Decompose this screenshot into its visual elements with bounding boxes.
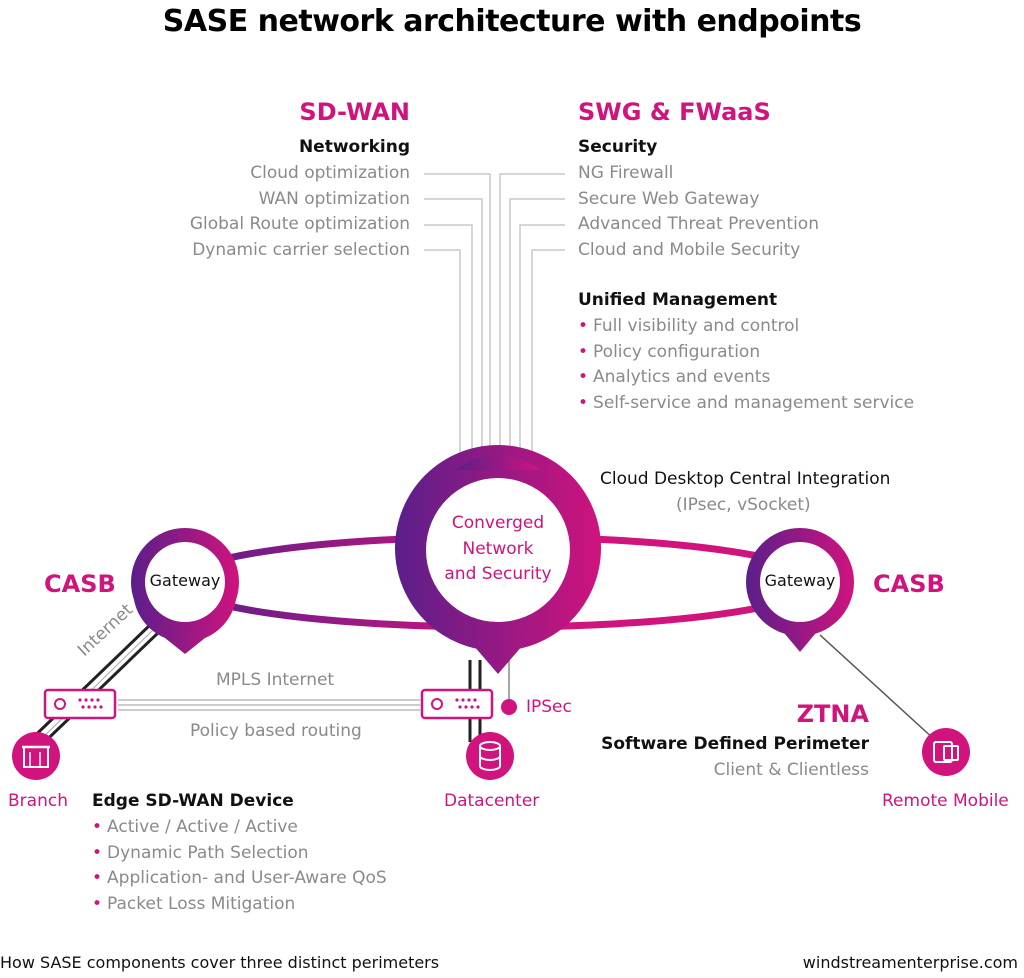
sdwan-heading: SD-WAN: [299, 98, 410, 126]
left-gateway-pin: [131, 528, 239, 654]
mpls-label: MPLS Internet: [216, 670, 335, 690]
devices-icon: [922, 728, 970, 776]
list-item: •Application- and User-Aware QoS: [92, 868, 387, 888]
list-item: Advanced Threat Prevention: [578, 214, 819, 234]
storefront-icon: [12, 732, 60, 780]
router-icon: [43, 688, 117, 720]
datacenter-label: Datacenter: [444, 791, 540, 811]
list-item: •Packet Loss Mitigation: [92, 893, 296, 914]
list-item: •Policy configuration: [578, 341, 761, 362]
list-item: Global Route optimization: [189, 214, 410, 234]
unified-list: •Full visibility and control •Policy con…: [578, 314, 914, 416]
list-item: Dynamic carrier selection: [192, 239, 410, 260]
router-icon: [420, 688, 494, 720]
list-item: •Dynamic Path Selection: [92, 842, 309, 863]
list-item: •Full visibility and control: [578, 316, 800, 336]
right-gateway-label: Gateway: [764, 571, 836, 590]
footer-caption: How SASE components cover three distinct…: [0, 953, 440, 972]
ztna-detail: Client & Clientless: [713, 760, 869, 780]
unified-heading: Unified Management: [578, 290, 778, 310]
mpls-lines: [118, 699, 420, 711]
swg-heading: SWG & FWaaS: [578, 98, 771, 126]
list-item: •Analytics and events: [578, 367, 771, 387]
right-gateway-pin: [746, 528, 854, 652]
ipsec-dot: [501, 699, 517, 715]
list-item: NG Firewall: [578, 163, 674, 183]
policy-routing-label: Policy based routing: [190, 721, 362, 741]
footer-source[interactable]: windstreamenterprise.com: [802, 953, 1018, 972]
swg-list: NG Firewall Secure Web Gateway Advanced …: [578, 161, 819, 263]
list-item: WAN optimization: [258, 188, 410, 209]
remote-mobile-label: Remote Mobile: [882, 791, 1009, 811]
list-item: Cloud optimization: [250, 163, 410, 183]
left-gateway-label: Gateway: [149, 571, 221, 590]
page-title: SASE network architecture with endpoints: [162, 4, 862, 39]
casb-right: CASB: [873, 570, 945, 598]
ipsec-label: IPSec: [526, 697, 572, 717]
casb-left: CASB: [44, 570, 116, 598]
ztna-heading: ZTNA: [796, 700, 869, 728]
center-label: Converged Network and Security: [444, 513, 552, 584]
edge-heading: Edge SD-WAN Device: [92, 791, 294, 811]
list-item: •Self-service and management service: [578, 392, 915, 413]
center-pin: [395, 445, 601, 674]
branch-label: Branch: [8, 791, 68, 811]
sdwan-list: Cloud optimization WAN optimization Glob…: [190, 161, 410, 263]
list-item: •Active / Active / Active: [92, 817, 298, 837]
cloud-desktop-protocols: (IPsec, vSocket): [676, 495, 811, 515]
edge-list: •Active / Active / Active •Dynamic Path …: [92, 815, 387, 917]
list-item: Secure Web Gateway: [578, 188, 760, 209]
swg-subheading: Security: [578, 137, 658, 157]
list-item: Cloud and Mobile Security: [578, 239, 801, 260]
connector-lines: [424, 173, 565, 455]
cloud-desktop-label: Cloud Desktop Central Integration: [600, 469, 891, 489]
database-icon: [466, 732, 514, 780]
sdwan-subheading: Networking: [298, 137, 410, 157]
ztna-subheading: Software Defined Perimeter: [601, 734, 869, 754]
